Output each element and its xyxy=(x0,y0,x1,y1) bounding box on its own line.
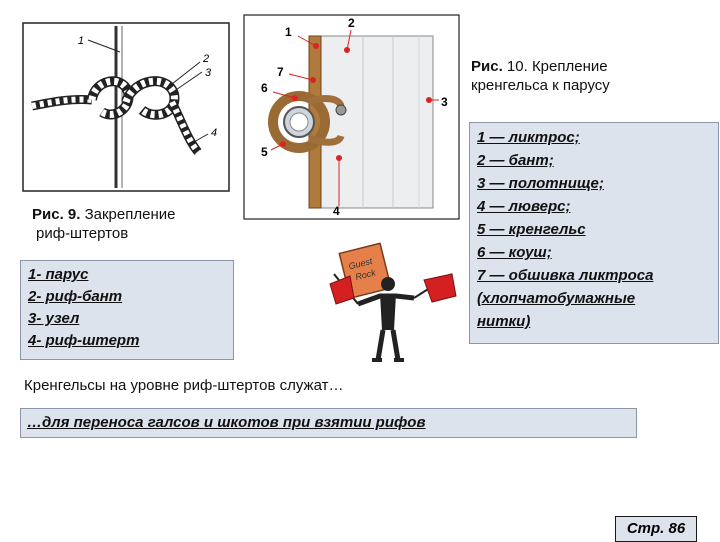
sign-text-2: Rock xyxy=(354,267,377,282)
legend10-item: (хлопчатобумажные xyxy=(477,290,636,307)
figure-10-image: 1 2 3 4 5 6 7 xyxy=(243,14,460,220)
question-text: Кренгельсы на уровне риф-штертов служат… xyxy=(24,377,344,394)
flag-man-drawing: Guest Rock xyxy=(329,242,457,362)
figure-9-caption-line1: Закрепление xyxy=(84,206,176,223)
answer-text: …для переноса галсов и шкотов при взятии… xyxy=(27,414,426,431)
figure-9-caption-prefix: Рис. 9. xyxy=(32,206,81,223)
legend10-item: 6 — коуш; xyxy=(477,244,552,261)
figure-10-caption-line1: 10. Крепление xyxy=(506,58,608,75)
legend10-item: 2 — бант; xyxy=(477,152,554,169)
legend10-item: нитки) xyxy=(477,313,531,330)
fig9-label-3: 3 xyxy=(205,67,212,79)
figure-10-caption-line2: кренгельса к парусу xyxy=(471,77,610,94)
figure-10-caption-prefix: Рис. xyxy=(471,58,503,75)
figure-10-caption: Рис. 10. Крепление кренгельса к парусу xyxy=(471,57,610,95)
page-number-badge: Стр. 86 xyxy=(615,516,697,542)
legend-figure-10: 1 — ликтрос; 2 — бант; 3 — полотнище; 4 … xyxy=(469,122,719,344)
legend9-item: 2- риф-бант xyxy=(28,288,123,305)
figure-10-drawing: 1 2 3 4 5 6 7 xyxy=(243,14,460,220)
figure-9-caption-line2: риф-штертов xyxy=(36,225,129,242)
legend10-item: 3 — полотнище; xyxy=(477,175,604,192)
legend10-item: 5 — кренгельс xyxy=(477,221,586,238)
figure-9-image: 1 2 3 4 xyxy=(22,22,230,192)
legend10-item: 7 — обшивка ликтроса xyxy=(477,267,654,284)
fig10-label-4: 4 xyxy=(333,204,340,218)
flag-man-clipart: Guest Rock xyxy=(328,240,462,364)
fig10-label-5: 5 xyxy=(261,145,268,159)
fig9-label-2: 2 xyxy=(202,53,209,65)
legend10-item: 4 — люверс; xyxy=(477,198,571,215)
legend9-item: 3- узел xyxy=(28,310,80,327)
figure-9-drawing: 1 2 3 4 xyxy=(22,22,230,192)
fig10-label-7: 7 xyxy=(277,65,284,79)
fig10-label-3: 3 xyxy=(441,95,448,109)
figure-9-caption: Рис. 9. Закрепление риф-штертов xyxy=(32,205,175,243)
fig10-label-1: 1 xyxy=(285,25,292,39)
legend-figure-9: 1- парус 2- риф-бант 3- узел 4- риф-штер… xyxy=(20,260,234,360)
legend10-item: 1 — ликтрос; xyxy=(477,129,580,146)
legend9-item: 4- риф-штерт xyxy=(28,332,140,349)
fig9-label-1: 1 xyxy=(78,35,84,47)
fig9-label-4: 4 xyxy=(211,127,217,139)
legend9-item: 1- парус xyxy=(28,266,89,283)
fig10-label-2: 2 xyxy=(348,16,355,30)
fig10-label-6: 6 xyxy=(261,81,268,95)
answer-box: …для переноса галсов и шкотов при взятии… xyxy=(20,408,637,438)
